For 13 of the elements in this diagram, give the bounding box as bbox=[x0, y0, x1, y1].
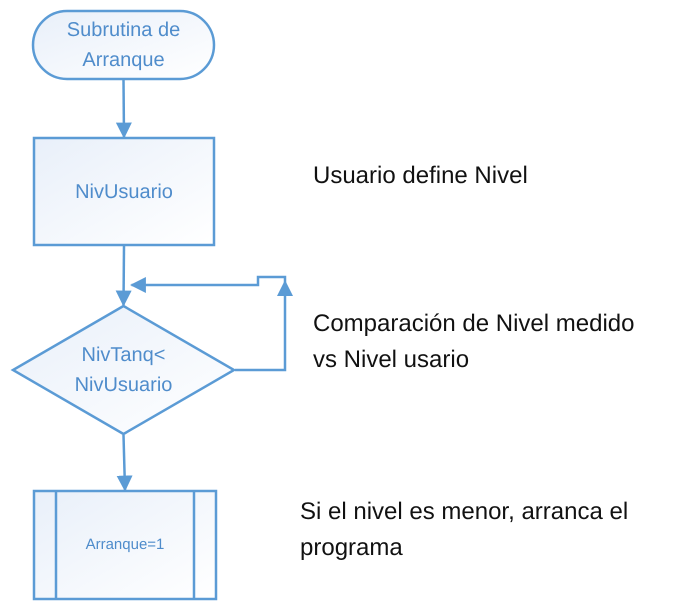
annotation-text: Usuario define Nivel bbox=[313, 161, 529, 191]
node-label: Arranque=1 bbox=[86, 535, 164, 555]
decision-diamond bbox=[12, 305, 235, 435]
annotation-text: Si el nivel es menor, arranca el programa bbox=[300, 497, 630, 563]
arrow bbox=[116, 80, 132, 139]
node-label: NivTanq< NivUsuario bbox=[74, 343, 174, 398]
process-box bbox=[33, 137, 215, 246]
node-label: Subrutina de Arranque bbox=[66, 18, 182, 73]
arrow bbox=[116, 434, 133, 492]
arrow bbox=[116, 246, 132, 307]
node-label: NivUsuario bbox=[75, 180, 173, 204]
predefined-process-box bbox=[33, 490, 217, 600]
annotation-text: Comparación de Nivel medido vs Nivel usario bbox=[313, 309, 636, 375]
